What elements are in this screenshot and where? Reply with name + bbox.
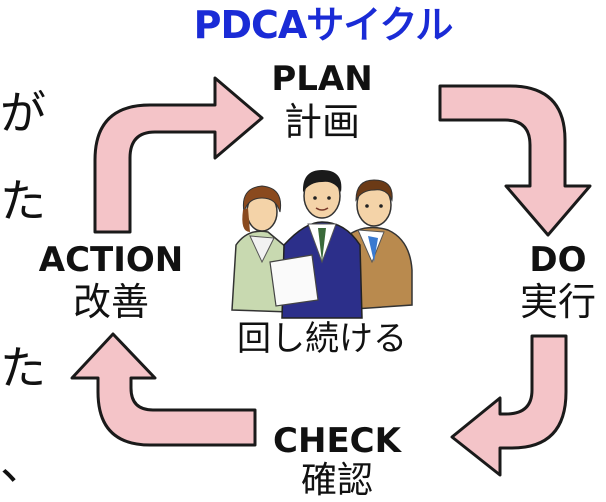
stage-action-ja: 改善: [72, 280, 149, 324]
stage-action-en: ACTION: [38, 240, 184, 280]
diagram-title: PDCAサイクル: [193, 3, 454, 47]
cropped-text-fragment-1: が: [0, 86, 46, 140]
cycle-arrow-icon-action-to-plan: [93, 76, 264, 234]
stage-check-en: CHECK: [273, 421, 401, 461]
document-sheet: [269, 254, 319, 307]
stage-plan-ja: 計画: [283, 100, 360, 144]
stage-do-en: DO: [529, 240, 587, 280]
stage-do-ja: 実行: [519, 280, 596, 324]
cropped-text-fragment-4: 、: [0, 436, 46, 490]
cropped-text-fragment-2: た: [0, 174, 46, 228]
stage-check-ja: 確認: [300, 460, 373, 501]
cropped-text-fragment-3: た: [0, 341, 46, 395]
cycle-arrow-icon-check-to-action: [70, 332, 257, 447]
stage-plan-en: PLAN: [271, 59, 373, 99]
cycle-arrow-icon-do-to-check: [450, 334, 568, 477]
center-caption: 回し続ける: [237, 319, 407, 359]
cycle-arrow-icon-plan-to-do: [438, 84, 592, 237]
